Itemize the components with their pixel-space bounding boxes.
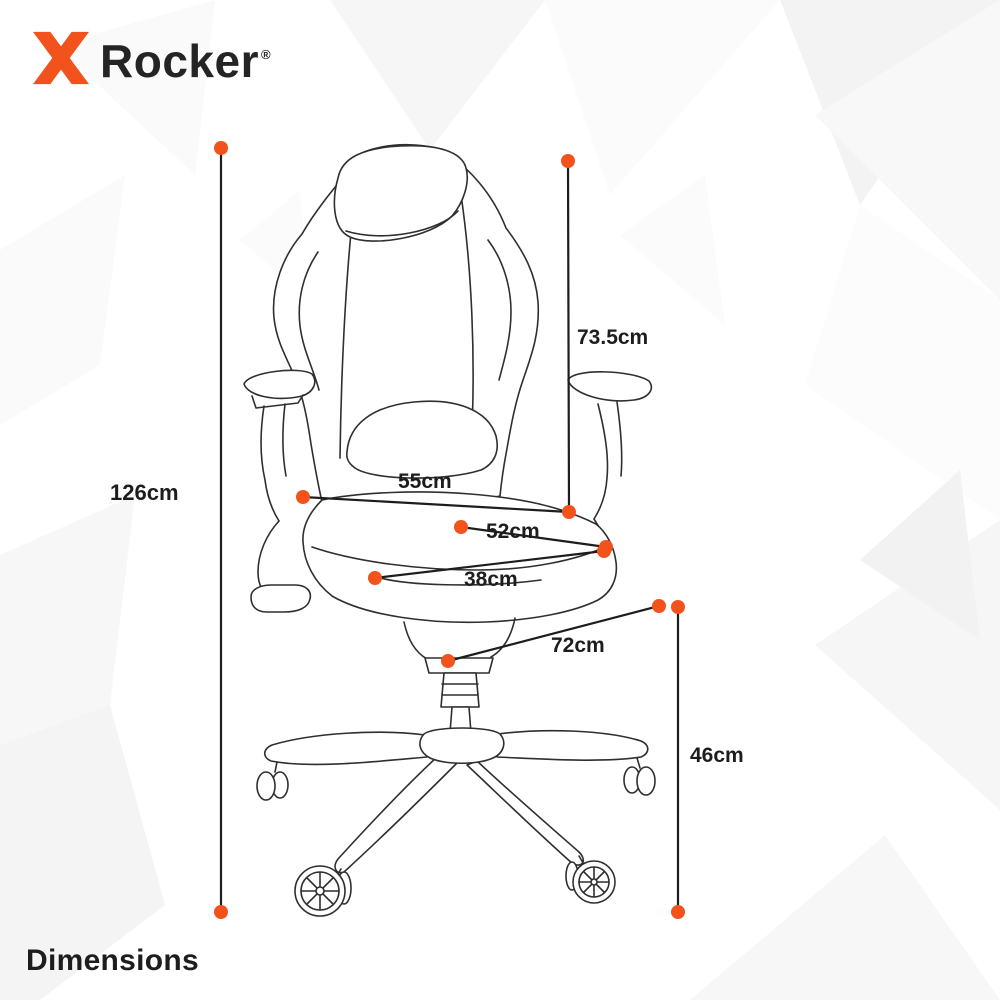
dimension-endpoint-dots (214, 141, 685, 919)
chair-gas-lift (403, 617, 516, 734)
dimension-line-seat-base-width (373, 549, 606, 580)
caster-stem-right (636, 757, 641, 769)
chair-headrest-pillow (333, 144, 468, 242)
dimension-label-overall-height: 126cm (110, 480, 179, 505)
dimension-label-seat-depth: 52cm (486, 520, 540, 543)
dimension-lines (219, 146, 680, 914)
page-title: Dimensions (26, 944, 200, 977)
dimension-label-backrest-height: 73.5cm (577, 326, 649, 349)
brand-logo-text: Rocker® (100, 26, 271, 90)
chair-illustration (243, 143, 656, 917)
chair-armrest-left (243, 369, 316, 613)
caster-stem-left (274, 761, 278, 773)
dimension-label-base-width: 72cm (551, 634, 605, 657)
dimension-label-seat-base-width: 38cm (464, 568, 518, 591)
x-rocker-x-icon (32, 31, 90, 85)
brand-name: Rocker (100, 35, 259, 87)
dimension-line-seat-depth (459, 525, 608, 549)
dimension-line-base-width (446, 604, 661, 663)
dimension-line-seat-width (301, 495, 571, 514)
dimension-line-backrest-height (566, 159, 571, 513)
dimension-label-seat-height: 46cm (690, 744, 744, 767)
chair-seat (302, 491, 618, 624)
dimension-label-seat-width: 55cm (398, 470, 452, 493)
brand-logo: Rocker® (30, 26, 271, 90)
chair-backrest (272, 143, 540, 507)
caster-wheels (256, 757, 656, 917)
chair-base (263, 727, 649, 874)
registered-mark-icon: ® (260, 47, 272, 62)
